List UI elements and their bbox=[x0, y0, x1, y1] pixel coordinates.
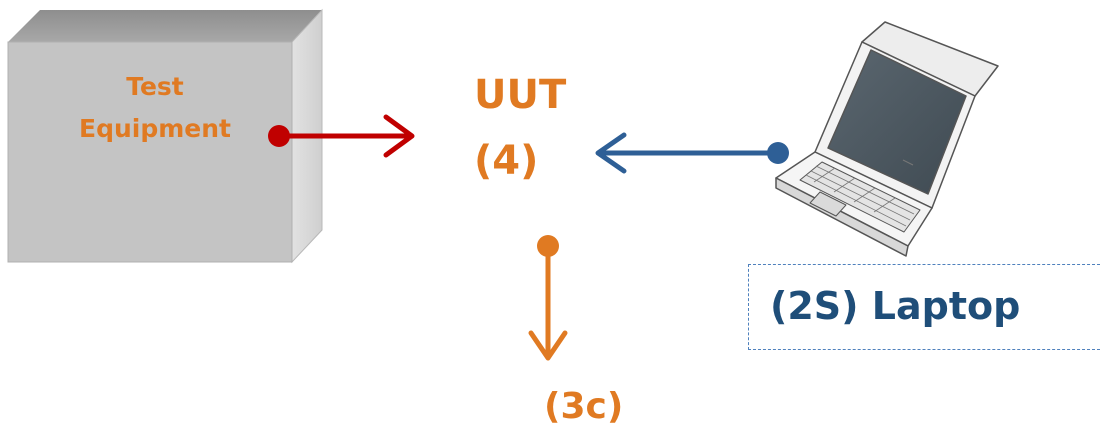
laptop-icon bbox=[775, 21, 999, 257]
laptop-label: (2S) Laptop bbox=[770, 284, 1021, 328]
test-equipment-label-line1: Test bbox=[126, 72, 184, 101]
output-3c-label: (3c) bbox=[544, 386, 624, 427]
orange-arrow bbox=[528, 235, 568, 361]
blue-arrow bbox=[595, 132, 789, 174]
uut-label: UUT bbox=[474, 72, 567, 118]
laptop-label-box bbox=[748, 264, 1100, 350]
box-front-face bbox=[7, 41, 293, 263]
red-arrow bbox=[268, 114, 415, 158]
test-equipment-label: Test Equipment bbox=[60, 66, 250, 150]
test-equipment-box bbox=[7, 8, 323, 264]
uut-number-label: (4) bbox=[474, 138, 539, 184]
box-top-face bbox=[8, 10, 322, 42]
test-equipment-label-line2: Equipment bbox=[79, 114, 231, 143]
